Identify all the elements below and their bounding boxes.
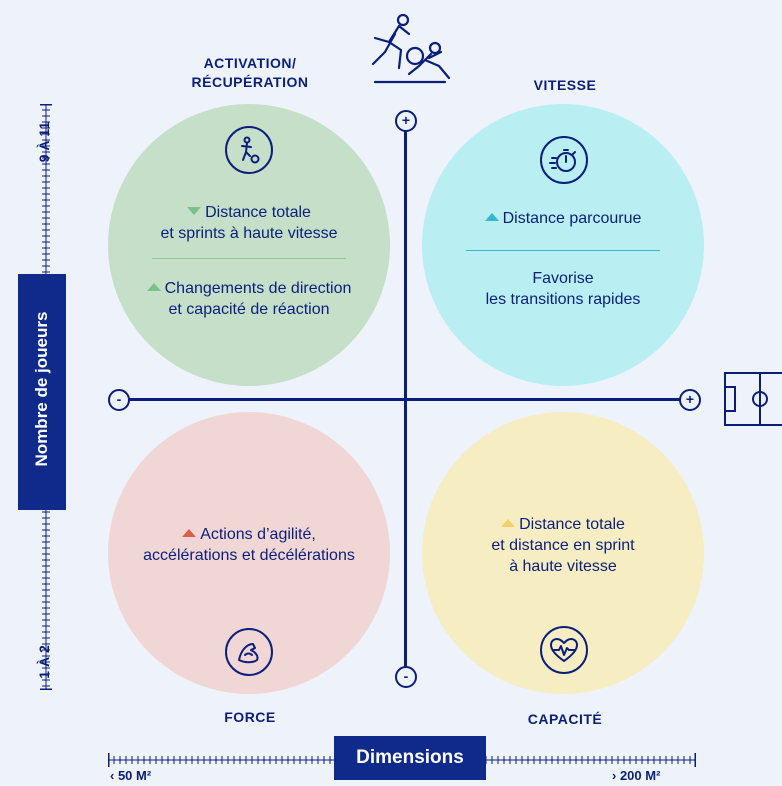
trend-down-icon: [187, 207, 202, 215]
x-axis-left-label: ‹ 50 M²: [110, 768, 152, 783]
activation-item-2: Changements de direction et capacité de …: [118, 278, 380, 320]
y-axis-bottom-label: 1 À 2: [36, 645, 52, 679]
trend-up-icon: [501, 519, 516, 527]
trend-up-icon: [484, 213, 499, 221]
x-axis-right-label: › 200 M²: [612, 768, 661, 783]
quadrant-title-vitesse: VITESSE: [533, 77, 597, 93]
y-axis-top-label: 9 À 11: [36, 121, 52, 163]
player-ball-icon: [225, 126, 273, 174]
vertical-plus-marker: +: [395, 110, 417, 132]
stopwatch-icon: [540, 136, 588, 184]
capacite-item-1: Distance totale et distance en sprint à …: [491, 516, 635, 575]
horizontal-axis-line: [120, 398, 690, 401]
vitesse-item-2: Favorise les transitions rapides: [485, 270, 641, 308]
horizontal-minus-marker: -: [108, 389, 130, 411]
vertical-minus-marker: -: [395, 666, 417, 688]
horizontal-plus-marker: +: [679, 389, 701, 411]
trend-up-icon: [146, 283, 161, 291]
quadrant-title-capacite: CAPACITÉ: [527, 711, 603, 727]
soccer-players-icon: [371, 13, 451, 84]
activation-item-1: Distance totale et sprints à haute vites…: [160, 204, 338, 242]
vitesse-item-1: Distance parcourue: [432, 208, 694, 229]
divider: [152, 258, 346, 259]
y-axis-title-box: Nombre de joueurs: [18, 274, 66, 510]
muscle-arm-icon: [225, 628, 273, 676]
x-axis-title: Dimensions: [334, 736, 486, 780]
heart-pulse-icon: [540, 626, 588, 674]
soccer-field-icon: [724, 372, 782, 426]
y-axis-title: Nombre de joueurs: [32, 311, 51, 467]
trend-up-icon: [182, 529, 197, 537]
quadrant-title-force: FORCE: [224, 709, 276, 725]
divider: [466, 250, 660, 251]
force-item-1: Actions d’agilité, accélérations et décé…: [143, 526, 355, 564]
quadrant-title-activation: ACTIVATION/ RÉCUPÉRATION: [191, 55, 309, 90]
